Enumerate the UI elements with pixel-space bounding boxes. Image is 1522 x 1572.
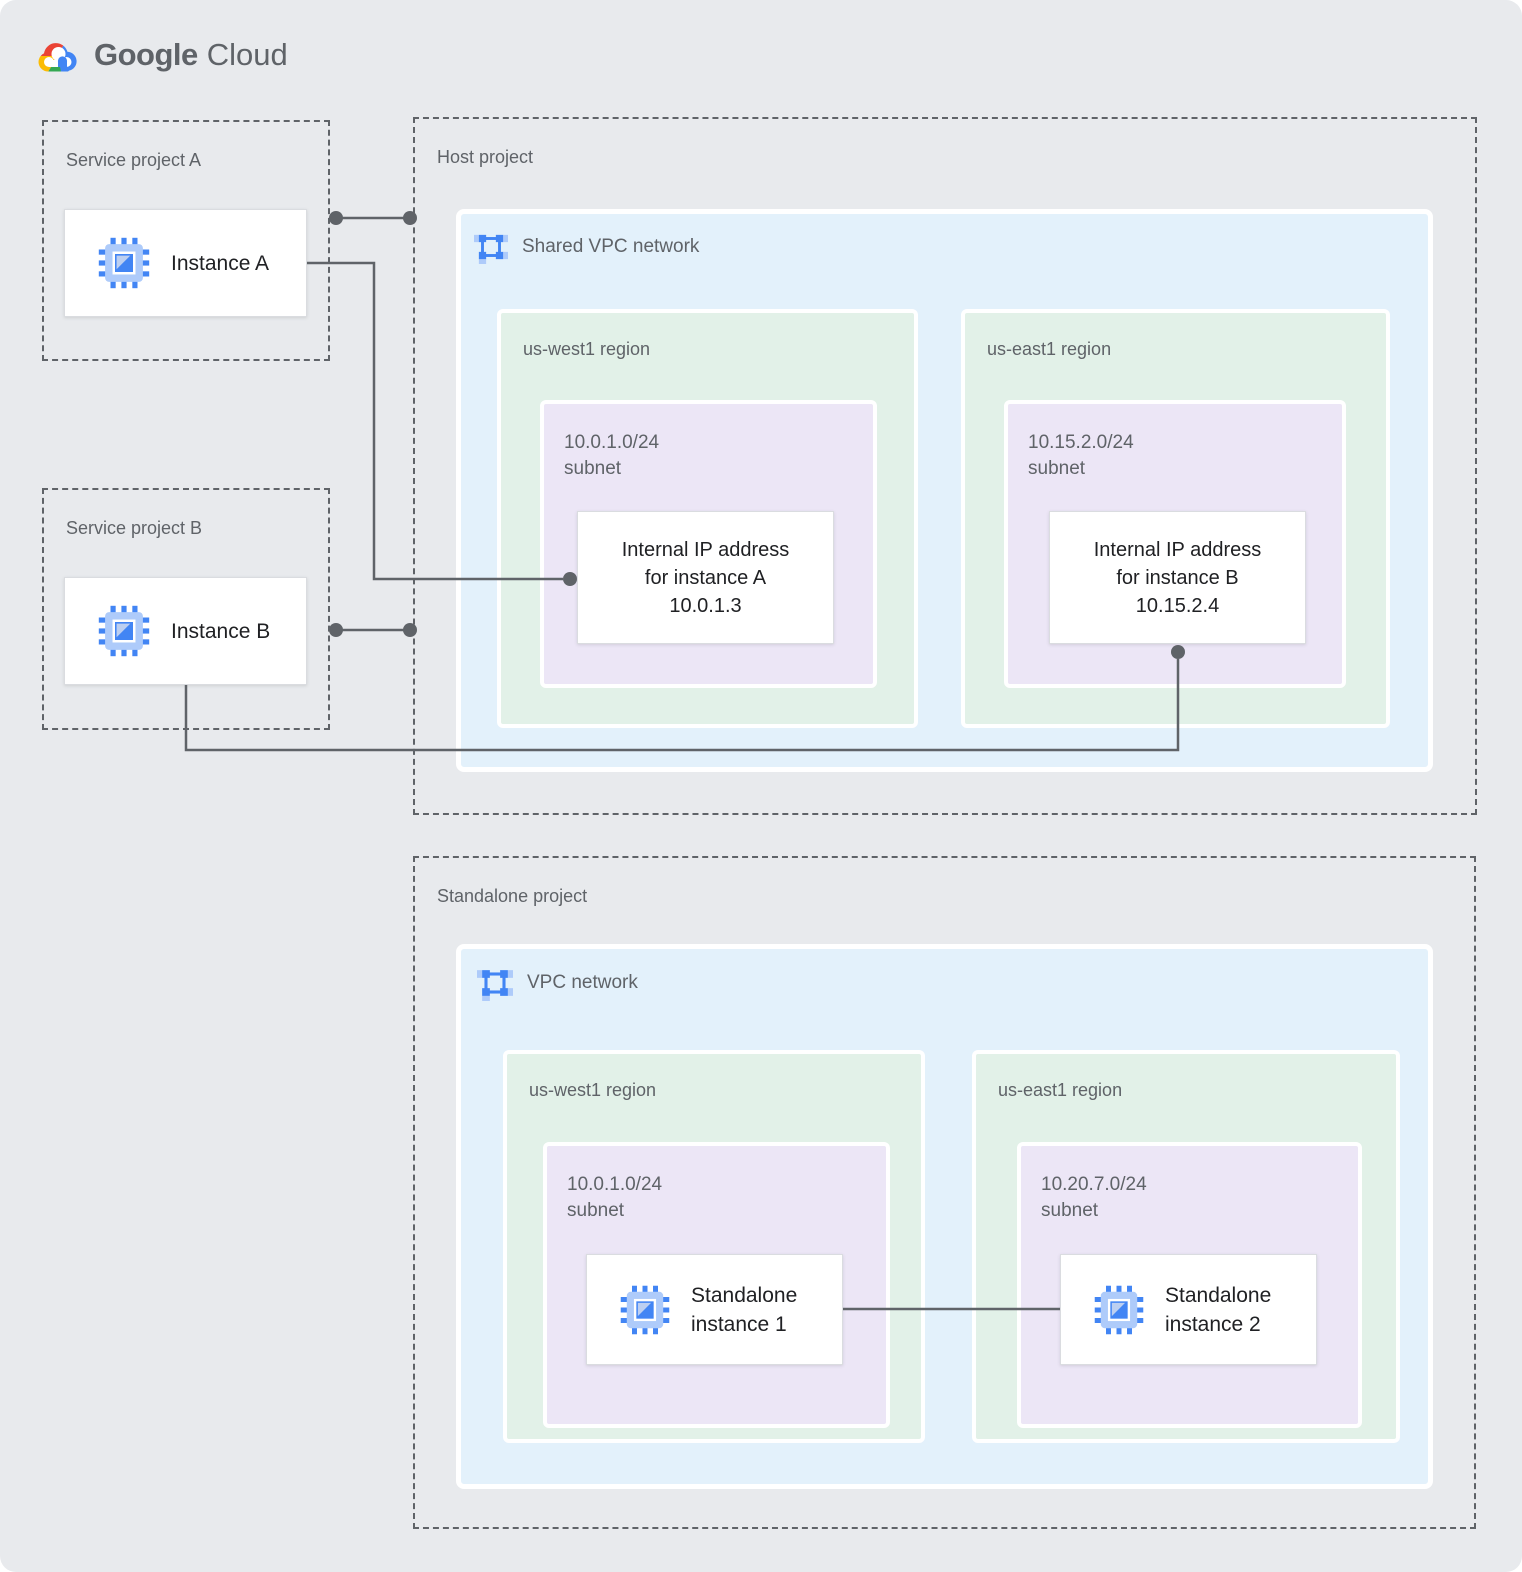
instance-b-card: Instance B: [64, 577, 307, 685]
standalone-east-subnet-label: 10.20.7.0/24 subnet: [1041, 1172, 1147, 1224]
standalone-instance-1-card: Standalone instance 1: [586, 1254, 843, 1365]
standalone-west-subnet-label: 10.0.1.0/24 subnet: [567, 1172, 662, 1224]
ip-a-line1: Internal IP address: [621, 538, 790, 561]
connector-dot: [329, 211, 343, 225]
google-cloud-wordmark: Google Cloud: [94, 37, 288, 73]
internal-ip-instance-a-card: Internal IP address for instance A 10.0.…: [577, 511, 834, 644]
standalone-instance-1-line2: instance 1: [691, 1312, 787, 1336]
standalone-instance-2-card: Standalone instance 2: [1060, 1254, 1317, 1365]
vpc-network-header: VPC network: [477, 965, 638, 1001]
compute-engine-icon: [620, 1285, 670, 1334]
compute-engine-icon: [98, 237, 150, 289]
google-cloud-cloud-icon: [34, 36, 82, 74]
logo-word-google: Google: [94, 37, 198, 72]
logo-word-cloud: Cloud: [206, 37, 288, 72]
google-cloud-logo: Google Cloud: [34, 36, 288, 74]
standalone-project-box: Standalone project: [413, 856, 1476, 1529]
standalone-instance-1-line1: Standalone: [691, 1283, 798, 1307]
vpc-network-icon: [477, 968, 513, 1001]
ip-a-line3: 10.0.1.3: [669, 594, 742, 617]
host-west-subnet-word: subnet: [564, 458, 622, 479]
shared-vpc-network-label: Shared VPC network: [522, 236, 700, 257]
host-east-subnet-cidr: 10.15.2.0/24: [1028, 432, 1134, 453]
vpc-network-icon: [474, 233, 508, 264]
instance-a-label: Instance A: [171, 251, 270, 275]
instance-b-label: Instance B: [171, 619, 271, 643]
ip-b-line1: Internal IP address: [1093, 538, 1262, 561]
standalone-us-west1-region-label: us-west1 region: [529, 1080, 657, 1100]
compute-engine-icon: [1094, 1285, 1144, 1334]
standalone-west-subnet-word: subnet: [567, 1200, 625, 1221]
standalone-east-subnet-cidr: 10.20.7.0/24: [1041, 1174, 1147, 1195]
vpc-network-label: VPC network: [527, 972, 638, 993]
connector-dot: [329, 623, 343, 637]
standalone-east-subnet-word: subnet: [1041, 1200, 1099, 1221]
standalone-project-label: Standalone project: [437, 886, 588, 906]
standalone-us-east1-region-label: us-east1 region: [998, 1080, 1123, 1100]
service-project-a-label: Service project A: [66, 150, 202, 170]
ip-b-line2: for instance B: [1116, 566, 1239, 589]
instance-a-card: Instance A: [64, 209, 307, 317]
standalone-instance-2-label: Standalone instance 2: [1165, 1281, 1271, 1339]
host-us-east1-region-label: us-east1 region: [987, 339, 1112, 359]
host-east-subnet-word: subnet: [1028, 458, 1086, 479]
standalone-instance-1-label: Standalone instance 1: [691, 1281, 797, 1339]
service-project-b-label: Service project B: [66, 518, 203, 538]
host-us-west1-region-label: us-west1 region: [523, 339, 651, 359]
host-west-subnet-label: 10.0.1.0/24 subnet: [564, 430, 659, 482]
standalone-west-subnet-cidr: 10.0.1.0/24: [567, 1174, 663, 1195]
host-east-subnet-label: 10.15.2.0/24 subnet: [1028, 430, 1134, 482]
shared-vpc-network-header: Shared VPC network: [474, 230, 699, 264]
ip-a-line2: for instance A: [644, 566, 767, 589]
compute-engine-icon: [98, 605, 150, 657]
ip-b-line3: 10.15.2.4: [1135, 594, 1220, 617]
standalone-instance-2-line2: instance 2: [1165, 1312, 1261, 1336]
service-project-a-box: Service project A: [42, 120, 330, 361]
internal-ip-instance-b-card: Internal IP address for instance B 10.15…: [1049, 511, 1306, 644]
host-project-label: Host project: [437, 147, 534, 167]
standalone-instance-2-line1: Standalone: [1165, 1283, 1272, 1307]
host-west-subnet-cidr: 10.0.1.0/24: [564, 432, 660, 453]
